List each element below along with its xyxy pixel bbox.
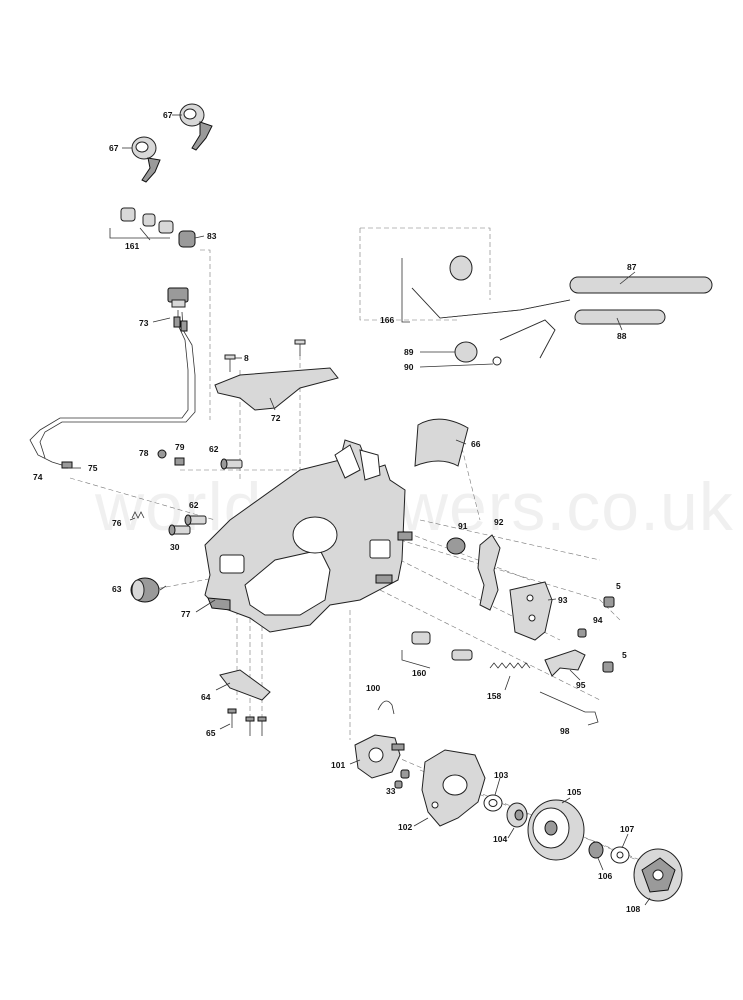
- label-160: 160: [412, 668, 426, 678]
- part-76-spring: [131, 511, 145, 519]
- part-73-switch: [29, 287, 196, 469]
- part-33-screw: [394, 769, 410, 789]
- part-108-clutch: [633, 848, 683, 902]
- part-161-bushings: [109, 207, 174, 239]
- label-105: 105: [567, 787, 581, 797]
- label-74: 74: [33, 472, 43, 482]
- part-104-bearing: [506, 802, 528, 828]
- part-79-nut: [174, 457, 185, 466]
- part-64-bracket: [219, 669, 271, 701]
- part-89-damper: [420, 341, 478, 363]
- part-103-washer: [483, 794, 503, 812]
- part-5-screw-lower: [602, 661, 614, 673]
- part-105-clutch-drum: [527, 799, 585, 861]
- part-78-nut: [157, 449, 167, 459]
- label-65: 65: [206, 728, 216, 738]
- part-90-clip: [419, 356, 502, 368]
- label-5: 5: [622, 650, 627, 660]
- label-87: 87: [627, 262, 637, 272]
- watermark-text: worldofpowers.co.uk: [94, 469, 734, 545]
- part-83-plug: [178, 230, 205, 248]
- label-33: 33: [386, 786, 396, 796]
- part-106-needle-bearing: [588, 841, 604, 859]
- part-102-cover: [421, 749, 486, 827]
- label-62: 62: [189, 500, 199, 510]
- label-62: 62: [209, 444, 219, 454]
- label-75: 75: [88, 463, 98, 473]
- part-67-grip-lower: [131, 136, 161, 183]
- part-67-grip-upper: [179, 103, 213, 151]
- part-95-tensioner: [544, 649, 586, 677]
- label-91: 91: [458, 521, 468, 531]
- label-64: 64: [201, 692, 211, 702]
- label-92: 92: [494, 517, 504, 527]
- label-90: 90: [404, 362, 414, 372]
- part-94-screw: [577, 628, 587, 638]
- label-98: 98: [560, 726, 570, 736]
- part-5-screw-upper: [603, 596, 615, 608]
- label-103: 103: [494, 770, 508, 780]
- part-91-cap: [446, 537, 466, 555]
- label-67: 67: [109, 143, 119, 153]
- part-92-guide-plate: [477, 534, 501, 611]
- label-79: 79: [175, 442, 185, 452]
- part-107-washer: [610, 846, 630, 864]
- label-83: 83: [207, 231, 217, 241]
- label-77: 77: [181, 609, 191, 619]
- part-30-screw: [168, 524, 191, 536]
- label-93: 93: [558, 595, 568, 605]
- label-108: 108: [626, 904, 640, 914]
- label-95: 95: [576, 680, 586, 690]
- label-5: 5: [616, 581, 621, 591]
- label-76: 76: [112, 518, 122, 528]
- callout-labels: 67 67 161 83 73 8 72 87 88 166 89 90 66 …: [33, 110, 640, 914]
- leader-lines: [68, 114, 651, 906]
- label-158: 158: [487, 691, 501, 701]
- part-98-rod: [539, 691, 599, 726]
- label-100: 100: [366, 683, 380, 693]
- part-62-screw-lower: [184, 514, 207, 526]
- part-8-screws: [224, 339, 306, 372]
- label-66: 66: [471, 439, 481, 449]
- part-62-screw-upper: [220, 458, 243, 470]
- label-8: 8: [244, 353, 249, 363]
- label-106: 106: [598, 871, 612, 881]
- label-102: 102: [398, 822, 412, 832]
- label-30: 30: [170, 542, 180, 552]
- label-63: 63: [112, 584, 122, 594]
- label-161: 161: [125, 241, 139, 251]
- part-166-tube-assembly: [401, 255, 571, 359]
- label-67: 67: [163, 110, 173, 120]
- label-166: 166: [380, 315, 394, 325]
- part-77-crankcase: [204, 439, 413, 633]
- label-78: 78: [139, 448, 149, 458]
- label-88: 88: [617, 331, 627, 341]
- label-104: 104: [493, 834, 507, 844]
- part-88-hose: [574, 309, 666, 325]
- part-65-screws: [227, 708, 267, 736]
- part-72-cover-plate: [214, 367, 339, 411]
- part-160-sleeves: [401, 631, 473, 669]
- part-66-heat-shield: [414, 418, 469, 467]
- part-101-oil-pump: [354, 734, 405, 779]
- label-73: 73: [139, 318, 149, 328]
- label-72: 72: [271, 413, 281, 423]
- part-93-chain-plate: [509, 581, 553, 641]
- part-158-spring: [489, 662, 531, 669]
- part-100-clip: [377, 700, 395, 715]
- label-101: 101: [331, 760, 345, 770]
- label-107: 107: [620, 824, 634, 834]
- part-87-hose: [569, 276, 713, 294]
- label-89: 89: [404, 347, 414, 357]
- part-63-knob: [130, 577, 160, 603]
- label-94: 94: [593, 615, 603, 625]
